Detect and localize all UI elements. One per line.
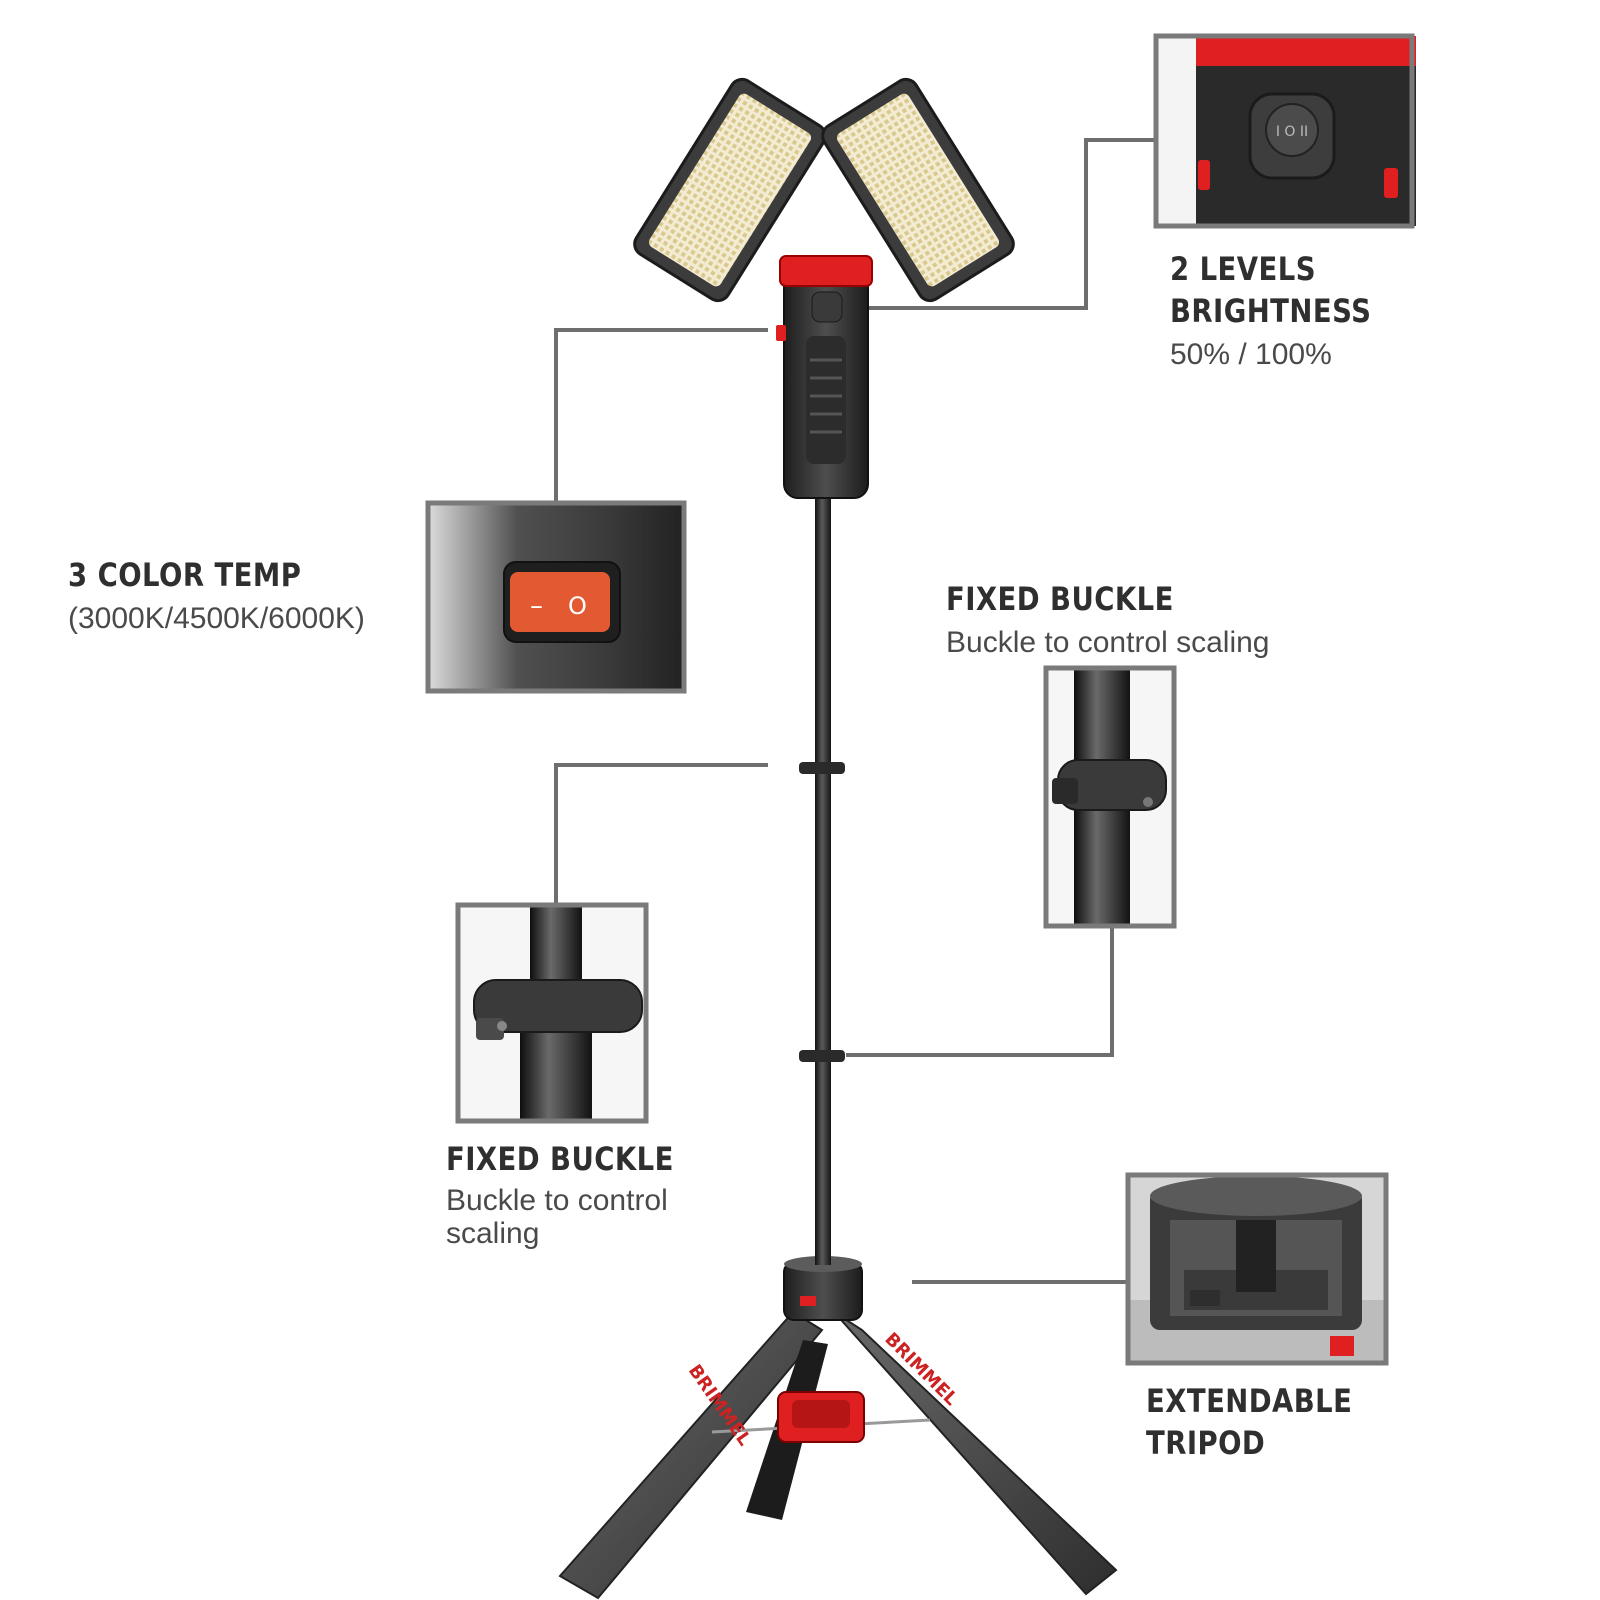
tripod-title-line2: TRIPOD xyxy=(1146,1423,1266,1462)
lamp-body xyxy=(776,255,873,499)
buckle-right-subtitle: Buckle to control scaling xyxy=(946,625,1270,659)
buckle-left-title: FIXED BUCKLE xyxy=(446,1140,674,1178)
buckle-left-subtitle-line2: scaling xyxy=(446,1217,540,1251)
rocker-symbol-off: – xyxy=(530,591,543,621)
buckle-left-subtitle-line1: Buckle to control xyxy=(446,1183,668,1217)
inset-frame-buckle-left xyxy=(455,902,649,1124)
buckle-right-title: FIXED BUCKLE xyxy=(946,580,1174,618)
inset-frame-color-temp xyxy=(425,500,687,694)
led-panel-right xyxy=(821,77,1015,303)
tripod-title-line1: EXTENDABLE xyxy=(1146,1382,1353,1420)
buckle-left-callout: FIXED BUCKLE Buckle to control scaling xyxy=(446,1140,711,1251)
inset-brightness-button: I O II xyxy=(1153,33,1416,229)
callout-line-color-temp xyxy=(554,328,768,503)
callout-line-brightness xyxy=(858,138,1156,310)
brightness-callout: 2 LEVELS BRIGHTNESS 50% / 100% xyxy=(1170,250,1404,371)
inset-frame-buckle-right xyxy=(1043,665,1177,929)
tripod-callout: EXTENDABLE TRIPOD xyxy=(1146,1382,1386,1462)
brightness-title-line1: 2 LEVELS xyxy=(1170,250,1316,288)
led-panel-left xyxy=(633,77,827,303)
buckle-right-callout: FIXED BUCKLE Buckle to control scaling xyxy=(946,580,1270,659)
inset-frame-tripod xyxy=(1125,1172,1389,1366)
tripod-legs: BRIMMEL BRIMMEL xyxy=(558,1310,1118,1600)
inset-buckle-right xyxy=(1043,665,1177,929)
inset-buckle-left xyxy=(455,902,649,1124)
rocker-symbol-on: O xyxy=(568,592,587,620)
telescopic-pole xyxy=(815,490,831,1265)
brightness-subtitle: 50% / 100% xyxy=(1170,337,1332,371)
color-temp-subtitle: (3000K/4500K/6000K) xyxy=(68,601,365,635)
color-temp-title: 3 COLOR TEMP xyxy=(68,556,302,594)
brightness-title-line2: BRIGHTNESS xyxy=(1170,291,1372,330)
brightness-button-symbols: I O II xyxy=(1276,124,1308,140)
callout-line-buckle-right xyxy=(846,928,1114,1057)
inset-tripod-base xyxy=(1125,1172,1389,1366)
inset-rocker-switch: – O xyxy=(425,500,687,694)
inset-frame-brightness xyxy=(1153,33,1415,229)
pole-buckle-lower xyxy=(799,1050,845,1062)
color-temp-callout: 3 COLOR TEMP (3000K/4500K/6000K) xyxy=(68,556,365,635)
pole-buckle-upper xyxy=(799,762,845,774)
tripod-collar xyxy=(783,1256,863,1321)
callout-line-buckle-left xyxy=(554,763,768,905)
